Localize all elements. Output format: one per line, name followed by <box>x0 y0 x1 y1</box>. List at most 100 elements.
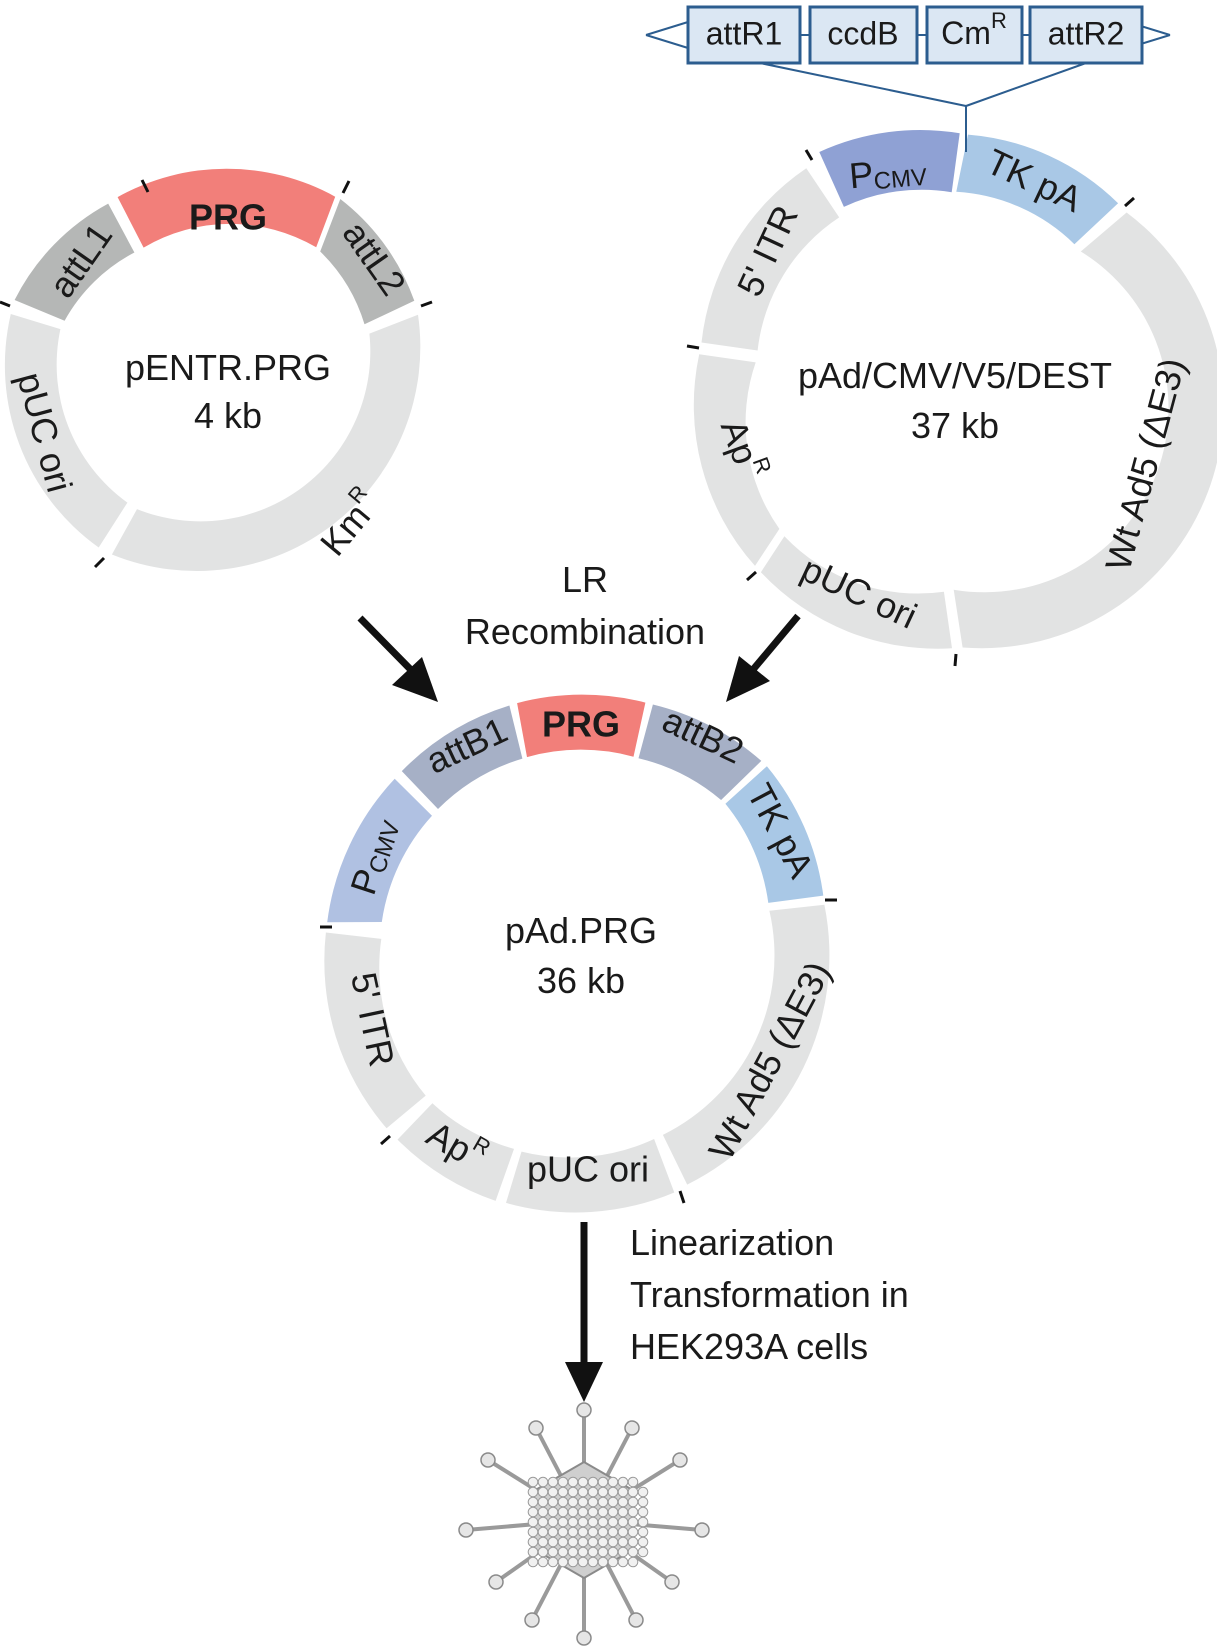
virus-capsomer <box>537 1516 549 1528</box>
virus-fiber-knob <box>528 1420 544 1436</box>
virus-capsomer <box>557 1546 569 1558</box>
virus-capsomer <box>597 1536 609 1548</box>
virus-capsomer <box>557 1556 569 1568</box>
virus-capsomer <box>537 1556 549 1568</box>
virus-fiber-knob <box>694 1522 710 1538</box>
virus-capsomer <box>567 1496 579 1508</box>
virus-capsomer <box>597 1516 609 1528</box>
virus-capsomer <box>607 1476 619 1488</box>
virus-capsomer <box>607 1516 619 1528</box>
virus-fiber-knob <box>576 1630 592 1646</box>
segment-pdest-puc-ori <box>760 536 952 649</box>
virus-capsomer <box>587 1556 599 1568</box>
virus-capsomer <box>607 1546 619 1558</box>
virus-capsomer <box>627 1546 639 1558</box>
virus-capsomer <box>597 1546 609 1558</box>
virus-capsomer <box>627 1486 639 1498</box>
virus-capsomer <box>527 1546 539 1558</box>
virus-fiber-knob <box>576 1402 592 1418</box>
virus-capsomer <box>537 1536 549 1548</box>
virus-capsomer <box>607 1526 619 1538</box>
segment-label-prg: PRG <box>189 197 267 238</box>
virus-capsomer <box>567 1516 579 1528</box>
plasmid-size-pentr: 4 kb <box>194 395 262 436</box>
virus-capsomer <box>607 1496 619 1508</box>
cassette-label-attr1: attR1 <box>706 15 782 51</box>
linearization-step: Linearization Transformation in HEK293A … <box>565 1222 909 1402</box>
segment-attl1 <box>14 203 135 321</box>
virus-capsomer <box>617 1496 629 1508</box>
virus-capsomer <box>587 1516 599 1528</box>
virus-capsomer <box>547 1516 559 1528</box>
virus-capsomer <box>567 1556 579 1568</box>
segment-pad-puc-ori <box>506 1139 675 1213</box>
virus-capsomer <box>597 1506 609 1518</box>
virus-capsomer <box>537 1486 549 1498</box>
virus-capsomer <box>527 1516 539 1528</box>
virus-fiber-knob <box>488 1574 504 1590</box>
segment-pad-tkpa <box>725 766 824 903</box>
segment-label-pad-wt-ad5: Wt Ad5 (ΔE3) <box>700 955 839 1167</box>
cassette-box-attr1 <box>686 5 802 65</box>
virus-capsomer <box>567 1546 579 1558</box>
virus-fiber-knob <box>458 1522 474 1538</box>
virus-capsomer <box>627 1476 639 1488</box>
virus-capsomer <box>547 1526 559 1538</box>
virus-capsomer <box>587 1506 599 1518</box>
virus-capsomer <box>547 1546 559 1558</box>
virus-capsomer <box>567 1486 579 1498</box>
virus-capsomer <box>557 1536 569 1548</box>
virus-capsomer <box>567 1506 579 1518</box>
segment-attb1 <box>401 705 523 809</box>
cassette-box-ccdb <box>808 5 919 65</box>
segment-pcmv <box>819 130 960 207</box>
virus-capsomer <box>587 1536 599 1548</box>
virus-capsomer <box>637 1486 649 1498</box>
virus-capsomer <box>567 1536 579 1548</box>
virus-capsomer <box>577 1526 589 1538</box>
virus-capsomer <box>577 1536 589 1548</box>
virus-capsomer <box>617 1546 629 1558</box>
virus-capsomer <box>587 1496 599 1508</box>
arrow-down-icon <box>565 1362 603 1402</box>
cassette-label-ccdb: ccdB <box>827 15 898 51</box>
virus-fiber-knob <box>664 1574 680 1590</box>
virus-capsomer <box>547 1556 559 1568</box>
arrow-right-icon <box>726 613 801 702</box>
virus-capsomer <box>617 1556 629 1568</box>
segment-attl2 <box>320 199 415 325</box>
segment-pad-apr <box>397 1103 514 1201</box>
virus-capsomer <box>617 1516 629 1528</box>
virus-capsomer <box>547 1536 559 1548</box>
lr-recombination-step: LR Recombination <box>357 559 801 702</box>
segment-label-pad-puc-ori: pUC ori <box>527 1149 649 1190</box>
segment-attb2 <box>638 704 762 800</box>
virus-capsomer <box>577 1546 589 1558</box>
plasmid-name-pdest: pAd/CMV/V5/DEST <box>798 355 1112 396</box>
virus-capsomer <box>567 1476 579 1488</box>
virus-capsomer <box>597 1556 609 1568</box>
virus-capsomer <box>587 1476 599 1488</box>
plasmid-pdest: PCMV TK pA Wt Ad5 (ΔE3) pUC ori ApR 5' I… <box>686 130 1217 667</box>
virus-capsomer <box>587 1526 599 1538</box>
virus-capsomer <box>577 1476 589 1488</box>
segment-tkpa <box>956 134 1119 245</box>
virus-capsomer <box>547 1476 559 1488</box>
virus-capsomer <box>627 1516 639 1528</box>
lr-label-line2: Recombination <box>465 611 705 652</box>
virus-capsomer <box>597 1476 609 1488</box>
linearization-line3: HEK293A cells <box>630 1326 868 1367</box>
virus-capsomer <box>527 1496 539 1508</box>
segment-kmr <box>111 314 421 572</box>
plasmid-pentr: PRG attL2 KmR pUC ori attL1 pENTR.PRG 4 … <box>0 168 433 572</box>
virus-capsomer <box>557 1496 569 1508</box>
segment-label-pad-prg: PRG <box>542 704 620 745</box>
virus-capsomer <box>527 1536 539 1548</box>
virus-capsomer <box>537 1476 549 1488</box>
virus-capsomer <box>617 1486 629 1498</box>
virus-capsomer <box>577 1506 589 1518</box>
virus-capsomer <box>617 1506 629 1518</box>
cassette-box-cmr <box>925 5 1024 65</box>
virus-capsomer <box>577 1496 589 1508</box>
